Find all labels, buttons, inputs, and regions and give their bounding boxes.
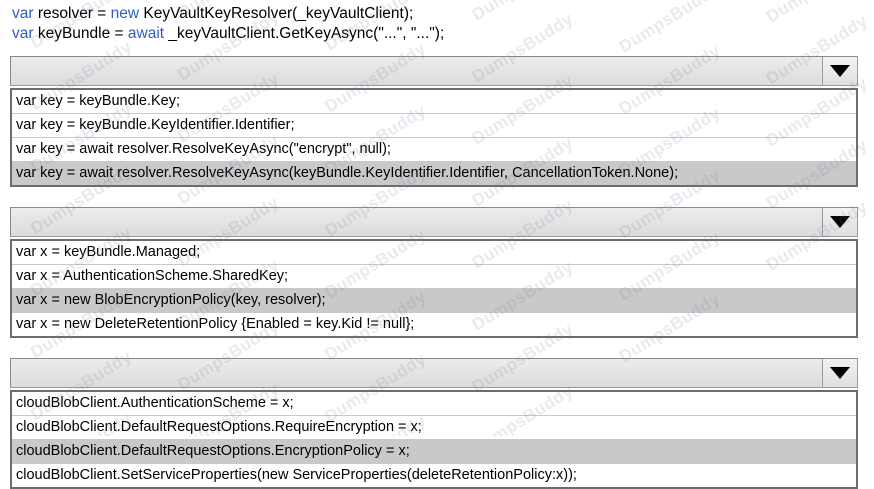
code-text: resolver = — [37, 5, 111, 22]
chevron-down-glyph — [830, 367, 850, 379]
dropdown-group-3: cloudBlobClient.AuthenticationScheme = x… — [0, 358, 874, 489]
list-item[interactable]: cloudBlobClient.DefaultRequestOptions.Re… — [12, 416, 856, 440]
spacer — [0, 338, 874, 352]
chevron-down-icon[interactable] — [823, 208, 857, 236]
list-item-selected[interactable]: var key = await resolver.ResolveKeyAsync… — [12, 162, 856, 185]
dropdown-combobox-3[interactable] — [10, 358, 858, 388]
list-item[interactable]: cloudBlobClient.SetServiceProperties(new… — [12, 464, 856, 487]
list-item[interactable]: cloudBlobClient.AuthenticationScheme = x… — [12, 392, 856, 416]
code-snippet-header: var resolver = new KeyVaultKeyResolver(_… — [0, 0, 874, 50]
code-line: var keyBundle = await _keyVaultClient.Ge… — [12, 24, 874, 44]
chevron-down-icon[interactable] — [823, 359, 857, 387]
chevron-down-glyph — [830, 216, 850, 228]
chevron-down-glyph — [830, 65, 850, 77]
list-item[interactable]: var key = keyBundle.Key; — [12, 90, 856, 114]
list-item[interactable]: var x = keyBundle.Managed; — [12, 241, 856, 265]
dropdown-option-list-3[interactable]: cloudBlobClient.AuthenticationScheme = x… — [10, 390, 858, 489]
list-item[interactable]: var x = AuthenticationScheme.SharedKey; — [12, 265, 856, 289]
code-keyword: new — [110, 5, 144, 22]
dropdown-selected-value-1[interactable] — [11, 57, 823, 85]
list-item[interactable]: var key = await resolver.ResolveKeyAsync… — [12, 138, 856, 162]
list-item-selected[interactable]: cloudBlobClient.DefaultRequestOptions.En… — [12, 440, 856, 464]
dropdown-selected-value-3[interactable] — [11, 359, 823, 387]
list-item[interactable]: var x = new DeleteRetentionPolicy {Enabl… — [12, 313, 856, 336]
code-text: KeyVaultKeyResolver(_keyVaultClient); — [143, 5, 414, 22]
code-text: keyBundle = — [37, 25, 128, 42]
list-item[interactable]: var key = keyBundle.KeyIdentifier.Identi… — [12, 114, 856, 138]
code-text: _keyVaultClient.GetKeyAsync("...", "..."… — [168, 25, 445, 42]
spacer — [0, 187, 874, 201]
code-keyword: await — [127, 25, 169, 42]
code-line: var resolver = new KeyVaultKeyResolver(_… — [12, 4, 874, 24]
dropdown-selected-value-2[interactable] — [11, 208, 823, 236]
dropdown-group-1: var key = keyBundle.Key; var key = keyBu… — [0, 56, 874, 187]
dropdown-option-list-1[interactable]: var key = keyBundle.Key; var key = keyBu… — [10, 88, 858, 187]
code-keyword: var — [12, 25, 38, 42]
dropdown-combobox-2[interactable] — [10, 207, 858, 237]
dropdown-combobox-1[interactable] — [10, 56, 858, 86]
list-item-selected[interactable]: var x = new BlobEncryptionPolicy(key, re… — [12, 289, 856, 313]
chevron-down-icon[interactable] — [823, 57, 857, 85]
dropdown-group-2: var x = keyBundle.Managed; var x = Authe… — [0, 207, 874, 338]
code-keyword: var — [12, 5, 38, 22]
dropdown-option-list-2[interactable]: var x = keyBundle.Managed; var x = Authe… — [10, 239, 858, 338]
